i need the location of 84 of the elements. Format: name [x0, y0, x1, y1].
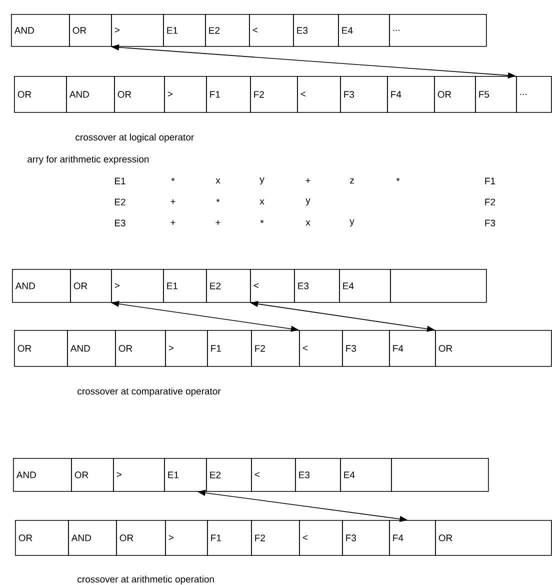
array-cell: OR [435, 330, 552, 367]
table-entry: x [216, 178, 220, 184]
array-cell: E2 [206, 458, 252, 492]
array-cell: OR [70, 269, 112, 303]
table-entry: y [306, 198, 310, 206]
array-cell: ... [389, 14, 487, 47]
array-cell: AND [67, 330, 116, 367]
table-entry: * [260, 220, 264, 224]
array-cell: OR [435, 520, 552, 556]
array-cell: E2 [205, 14, 250, 47]
table-entry: y [260, 178, 264, 184]
table-entry: E1 [115, 178, 126, 184]
array-cell: > [111, 14, 164, 47]
array-cell [391, 458, 489, 492]
array-cell: OR [114, 76, 165, 113]
table-entry: + [170, 220, 176, 225]
array-cell: < [250, 269, 295, 303]
array-cell: AND [66, 76, 115, 113]
array-cell: OR [14, 330, 68, 367]
array-cell: AND [68, 520, 117, 556]
table-entry: x [260, 200, 264, 204]
array-cell: E1 [163, 269, 207, 303]
array-cell: OR [71, 458, 114, 492]
array-cell: E1 [163, 14, 206, 47]
array-cell: OR [69, 14, 112, 47]
array-cell: > [164, 76, 207, 113]
array-cell: F2 [251, 520, 300, 556]
array-cell: E2 [206, 269, 251, 303]
array-cell: F4 [389, 330, 436, 367]
array-cell: > [165, 520, 208, 556]
table-entry: * [171, 178, 175, 182]
caption: crossover at logical operator [76, 134, 194, 142]
array-cell: F2 [251, 330, 300, 367]
array-cell: AND [11, 14, 70, 47]
array-cell: OR [434, 76, 476, 113]
array-cell: E3 [294, 269, 340, 303]
array-cell: E4 [340, 458, 392, 492]
array-cell: AND [12, 269, 71, 303]
array-cell: E1 [164, 458, 207, 492]
array-cell: F5 [475, 76, 517, 113]
table-entry: * [216, 198, 220, 202]
caption: crossover at arithmetic operation [78, 576, 214, 584]
array-cell: E4 [338, 14, 390, 47]
caption: crossover at comparative operator [78, 388, 221, 396]
table-entry: + [170, 199, 176, 204]
array-cell: ... [516, 76, 552, 113]
array-cell: OR [115, 330, 166, 367]
array-cell: AND [13, 458, 72, 492]
table-entry: z [350, 178, 354, 184]
array-cell: < [297, 76, 341, 113]
array-cell: > [113, 458, 165, 492]
array-cell: F3 [340, 76, 388, 113]
array-cell: F3 [342, 520, 390, 556]
table-entry: + [216, 220, 220, 225]
array-cell: > [165, 330, 208, 367]
array-cell: OR [116, 520, 166, 556]
array-cell: < [299, 330, 343, 367]
array-cell: F2 [250, 76, 298, 113]
array-cell: E3 [295, 458, 341, 492]
array-cell: OR [14, 76, 67, 113]
array-cell: E4 [339, 269, 391, 303]
array-cell: E3 [293, 14, 339, 47]
table-entry: y [350, 220, 354, 226]
caption: arry for arithmetic expression [28, 156, 149, 164]
array-cell: OR [15, 520, 69, 556]
array-cell: < [299, 520, 343, 556]
array-cell: F4 [387, 76, 435, 113]
table-entry: + [306, 178, 310, 183]
table-entry: x [306, 220, 310, 226]
array-cell: F1 [206, 76, 251, 113]
table-entry: F3 [485, 220, 496, 226]
table-entry: F1 [485, 178, 496, 184]
array-cell: F3 [342, 330, 390, 367]
table-entry: * [396, 178, 400, 182]
array-cell: F4 [389, 520, 436, 556]
array-cell: < [251, 458, 296, 492]
table-entry: E2 [115, 198, 126, 206]
array-cell: < [249, 14, 294, 47]
array-cell: F1 [207, 330, 252, 367]
array-cell: F1 [207, 520, 252, 556]
table-entry: E3 [115, 220, 126, 226]
array-cell [390, 269, 487, 303]
array-cell: > [111, 269, 164, 303]
table-entry: F2 [485, 198, 496, 206]
